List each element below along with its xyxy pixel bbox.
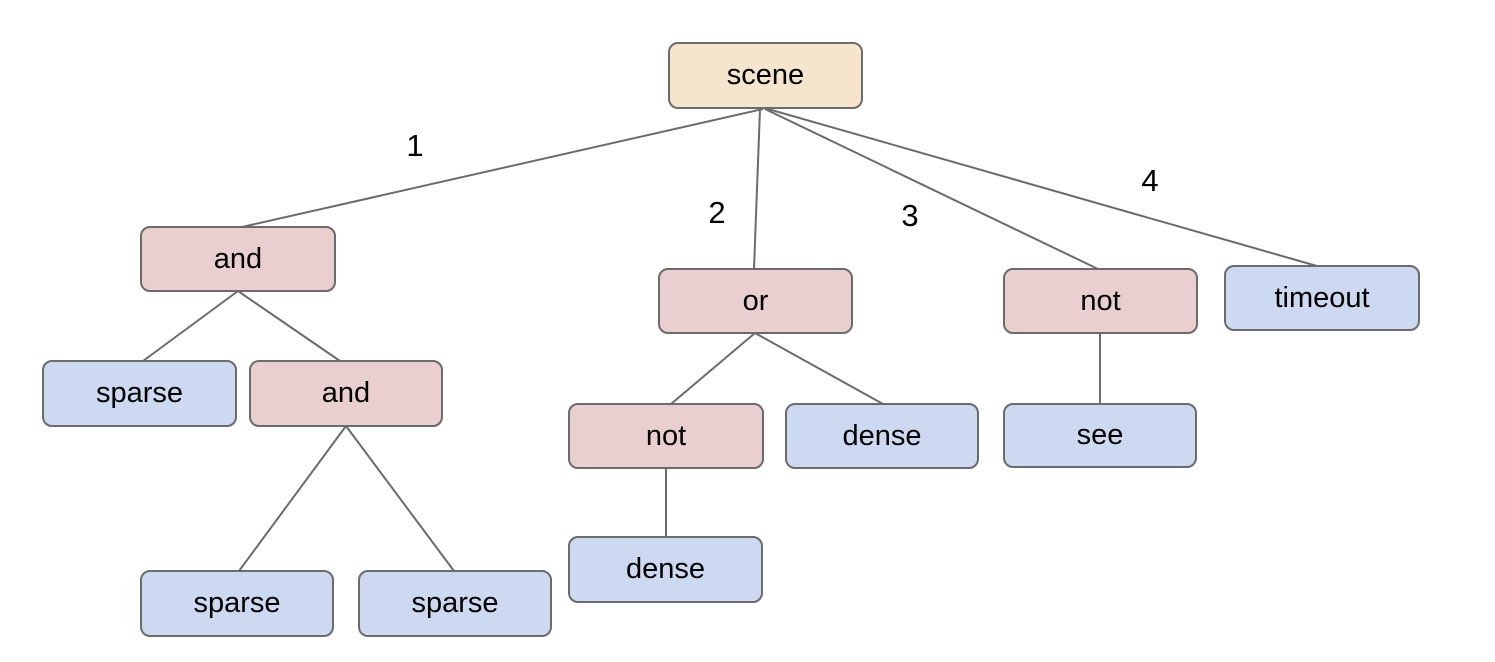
node-not-2: not (568, 403, 764, 469)
edge-label-1: 1 (406, 128, 424, 163)
edge-scene-and (241, 108, 764, 228)
edge-scene-not (764, 108, 1099, 270)
node-sparse-3: sparse (358, 570, 552, 637)
node-not-1: not (1003, 268, 1198, 334)
node-or-1: or (658, 268, 853, 334)
node-sparse-2: sparse (140, 570, 334, 637)
edge-label-3: 3 (901, 198, 919, 233)
edge-and-and (237, 290, 341, 362)
edge-and2-sparse3 (345, 425, 455, 572)
edge-or-dense (754, 332, 884, 405)
edge-scene-or (753, 108, 761, 270)
edge-and2-sparse2 (238, 425, 347, 572)
node-dense-1: dense (785, 403, 979, 469)
node-see: see (1003, 403, 1197, 468)
node-timeout: timeout (1224, 265, 1420, 331)
node-and-2: and (249, 360, 443, 427)
edge-or-not (670, 332, 756, 405)
node-sparse-1: sparse (42, 360, 237, 427)
edge-label-2: 2 (708, 195, 726, 230)
node-and-1: and (140, 226, 336, 292)
edge-and-sparse (142, 290, 239, 362)
node-dense-2: dense (568, 536, 763, 603)
node-scene: scene (668, 42, 863, 109)
edge-label-4: 4 (1141, 163, 1159, 198)
edge-scene-timeout (767, 108, 1318, 267)
